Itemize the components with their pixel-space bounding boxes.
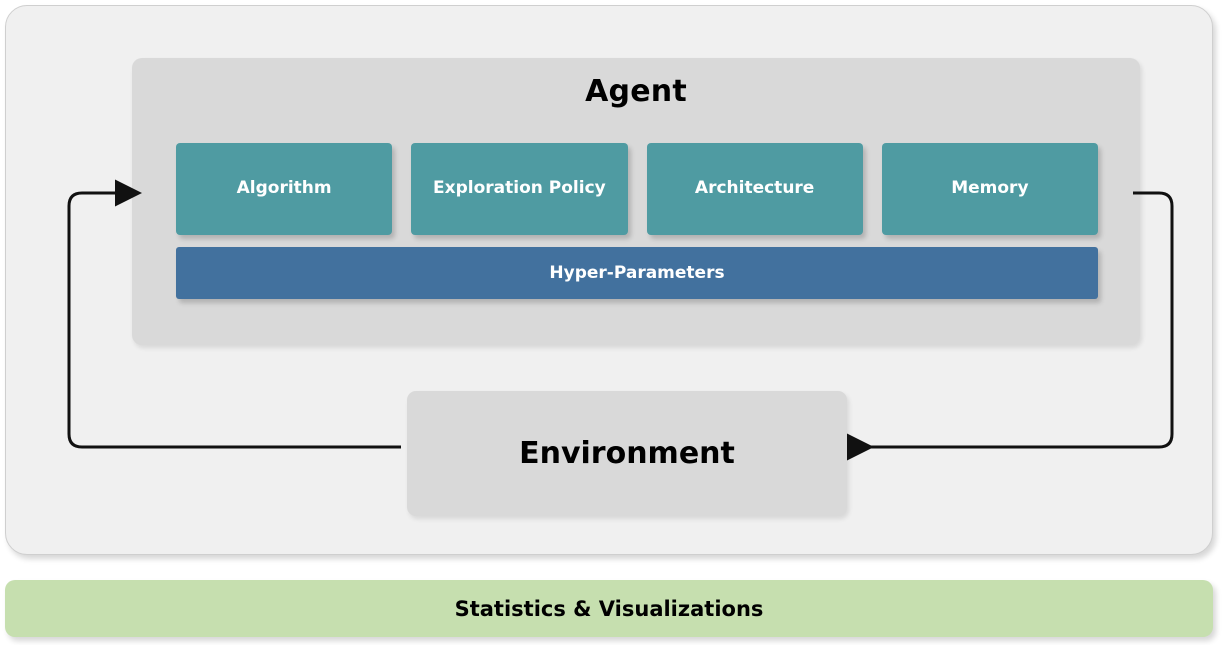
agent-title: Agent bbox=[585, 74, 687, 109]
agent-component-memory-label: Memory bbox=[951, 178, 1029, 199]
agent-components-row: Algorithm Exploration Policy Architectur… bbox=[176, 143, 1098, 235]
agent-component-algorithm[interactable]: Algorithm bbox=[176, 143, 393, 235]
agent-component-memory[interactable]: Memory bbox=[881, 143, 1098, 235]
statistics-visualizations-bar[interactable]: Statistics & Visualizations bbox=[5, 580, 1213, 637]
hyper-parameters-bar[interactable]: Hyper-Parameters bbox=[176, 247, 1098, 299]
hyper-parameters-label: Hyper-Parameters bbox=[549, 263, 725, 283]
agent-component-architecture-label: Architecture bbox=[694, 178, 815, 199]
agent-environment-panel: Agent Algorithm Exploration Policy Archi… bbox=[5, 5, 1213, 555]
statistics-visualizations-label: Statistics & Visualizations bbox=[454, 596, 764, 621]
agent-container[interactable]: Agent Algorithm Exploration Policy Archi… bbox=[132, 58, 1140, 345]
environment-label: Environment bbox=[519, 436, 735, 471]
agent-component-exploration-policy-label: Exploration Policy bbox=[433, 178, 606, 199]
agent-component-architecture[interactable]: Architecture bbox=[646, 143, 863, 235]
environment-container[interactable]: Environment bbox=[407, 391, 847, 516]
agent-component-algorithm-label: Algorithm bbox=[236, 178, 332, 199]
agent-component-exploration-policy[interactable]: Exploration Policy bbox=[411, 143, 628, 235]
